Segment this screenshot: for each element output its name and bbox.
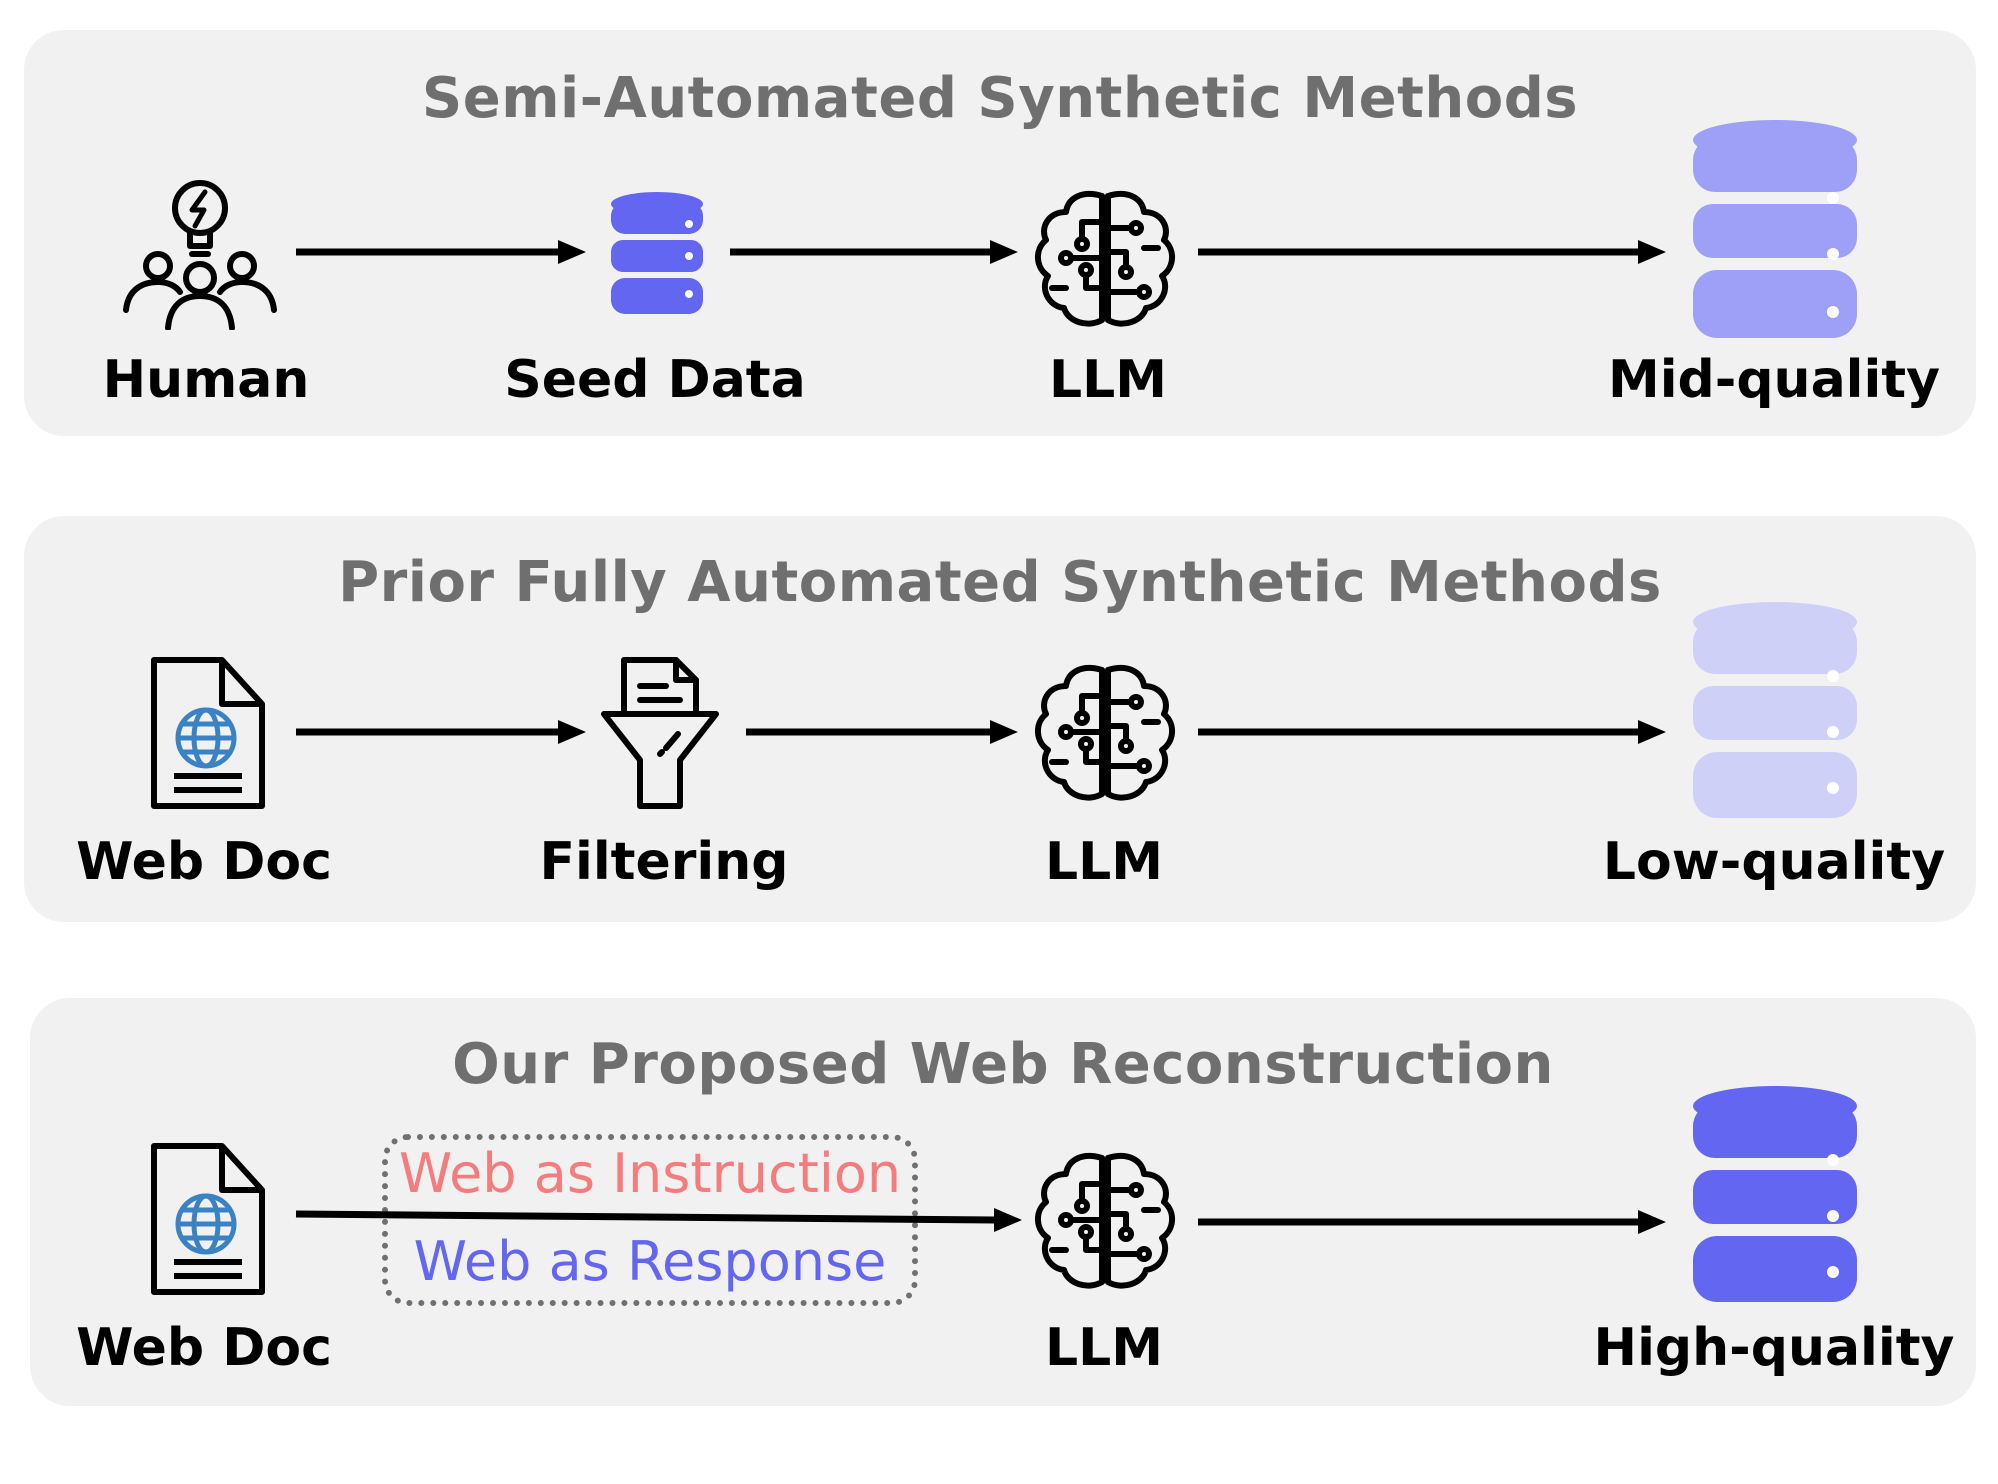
node-label-llm: LLM [1044,832,1164,892]
brain-circuit-icon [1035,191,1175,327]
arrow [296,720,586,744]
method-web-as-instruction: Web as Instruction [398,1142,902,1205]
arrow [1198,720,1666,744]
node-label-human: Human [102,350,310,410]
node-label-web-doc: Web Doc [76,1318,332,1378]
panel-web-reconstruction: Our Proposed Web Reconstruction [30,998,1976,1406]
method-web-as-response: Web as Response [413,1230,887,1293]
brain-circuit-icon [1035,665,1175,801]
node-label-llm: LLM [1048,350,1168,410]
arrow [730,240,1018,264]
panel-title: Prior Fully Automated Synthetic Methods [338,550,1662,615]
node-label-low-quality: Low-quality [1602,832,1946,892]
node-label-mid-quality: Mid-quality [1607,350,1941,410]
node-label-seed-data: Seed Data [504,350,806,410]
node-label-high-quality: High-quality [1593,1318,1955,1378]
node-label-llm: LLM [1044,1318,1164,1378]
web-document-icon [151,657,265,809]
arrow [1198,1210,1666,1234]
database-icon [611,192,703,314]
panel-semi-automated: Semi-Automated Synthetic Methods [24,30,1976,436]
arrow [295,1208,1022,1232]
web-document-icon [151,1143,265,1295]
panel-title: Our Proposed Web Reconstruction [452,1032,1554,1097]
arrow [296,240,586,264]
filter-funnel-icon [601,657,719,809]
node-label-web-doc: Web Doc [76,832,332,892]
node-label-filtering: Filtering [539,832,789,892]
database-icon [1693,1086,1857,1302]
brain-circuit-icon [1035,1153,1175,1289]
panel-prior-fully-automated: Prior Fully Automated Synthetic Methods [24,516,1976,922]
database-icon [1693,120,1857,338]
arrow [746,720,1018,744]
arrow [1198,240,1666,264]
panel-title: Semi-Automated Synthetic Methods [421,66,1579,131]
people-idea-icon [123,180,277,330]
database-icon [1693,602,1857,818]
